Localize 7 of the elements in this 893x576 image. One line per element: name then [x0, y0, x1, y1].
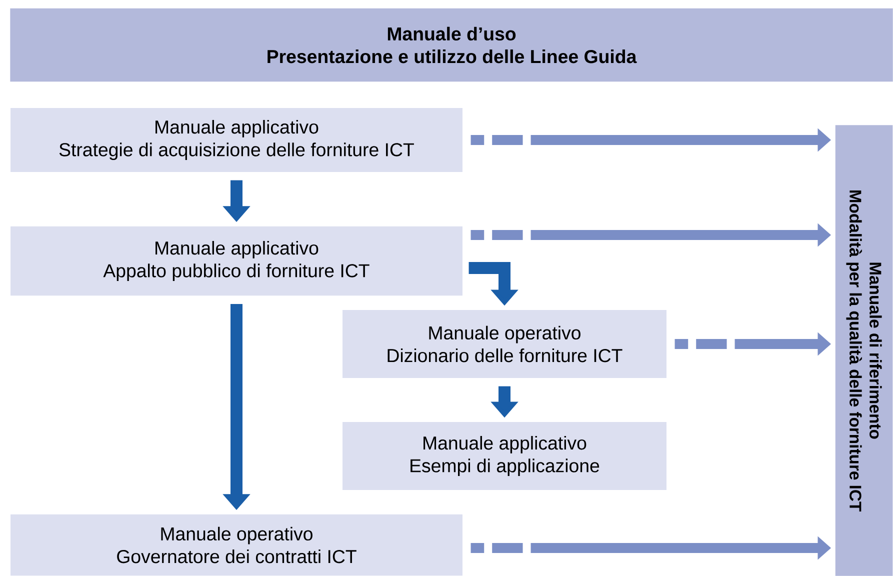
manual-box: Manuale applicativo Appalto pubblico di forniture ICT [10, 226, 462, 296]
manual-box: Manuale applicativo Esempi di applicazione [342, 422, 666, 490]
manual-box: Manuale operativo Governatore dei contratti ICT [10, 514, 462, 576]
header-band: Manuale d’uso Presentazione e utilizzo delle Linee Guida [10, 8, 893, 82]
reference-band: Manuale di riferimento Modalità per la qualità delle forniture ICT [835, 125, 893, 576]
manual-box: Manuale applicativo Strategie di acquisizione delle forniture ICT [10, 108, 462, 172]
manual-box: Manuale operativo Dizionario delle forniture ICT [342, 310, 666, 378]
